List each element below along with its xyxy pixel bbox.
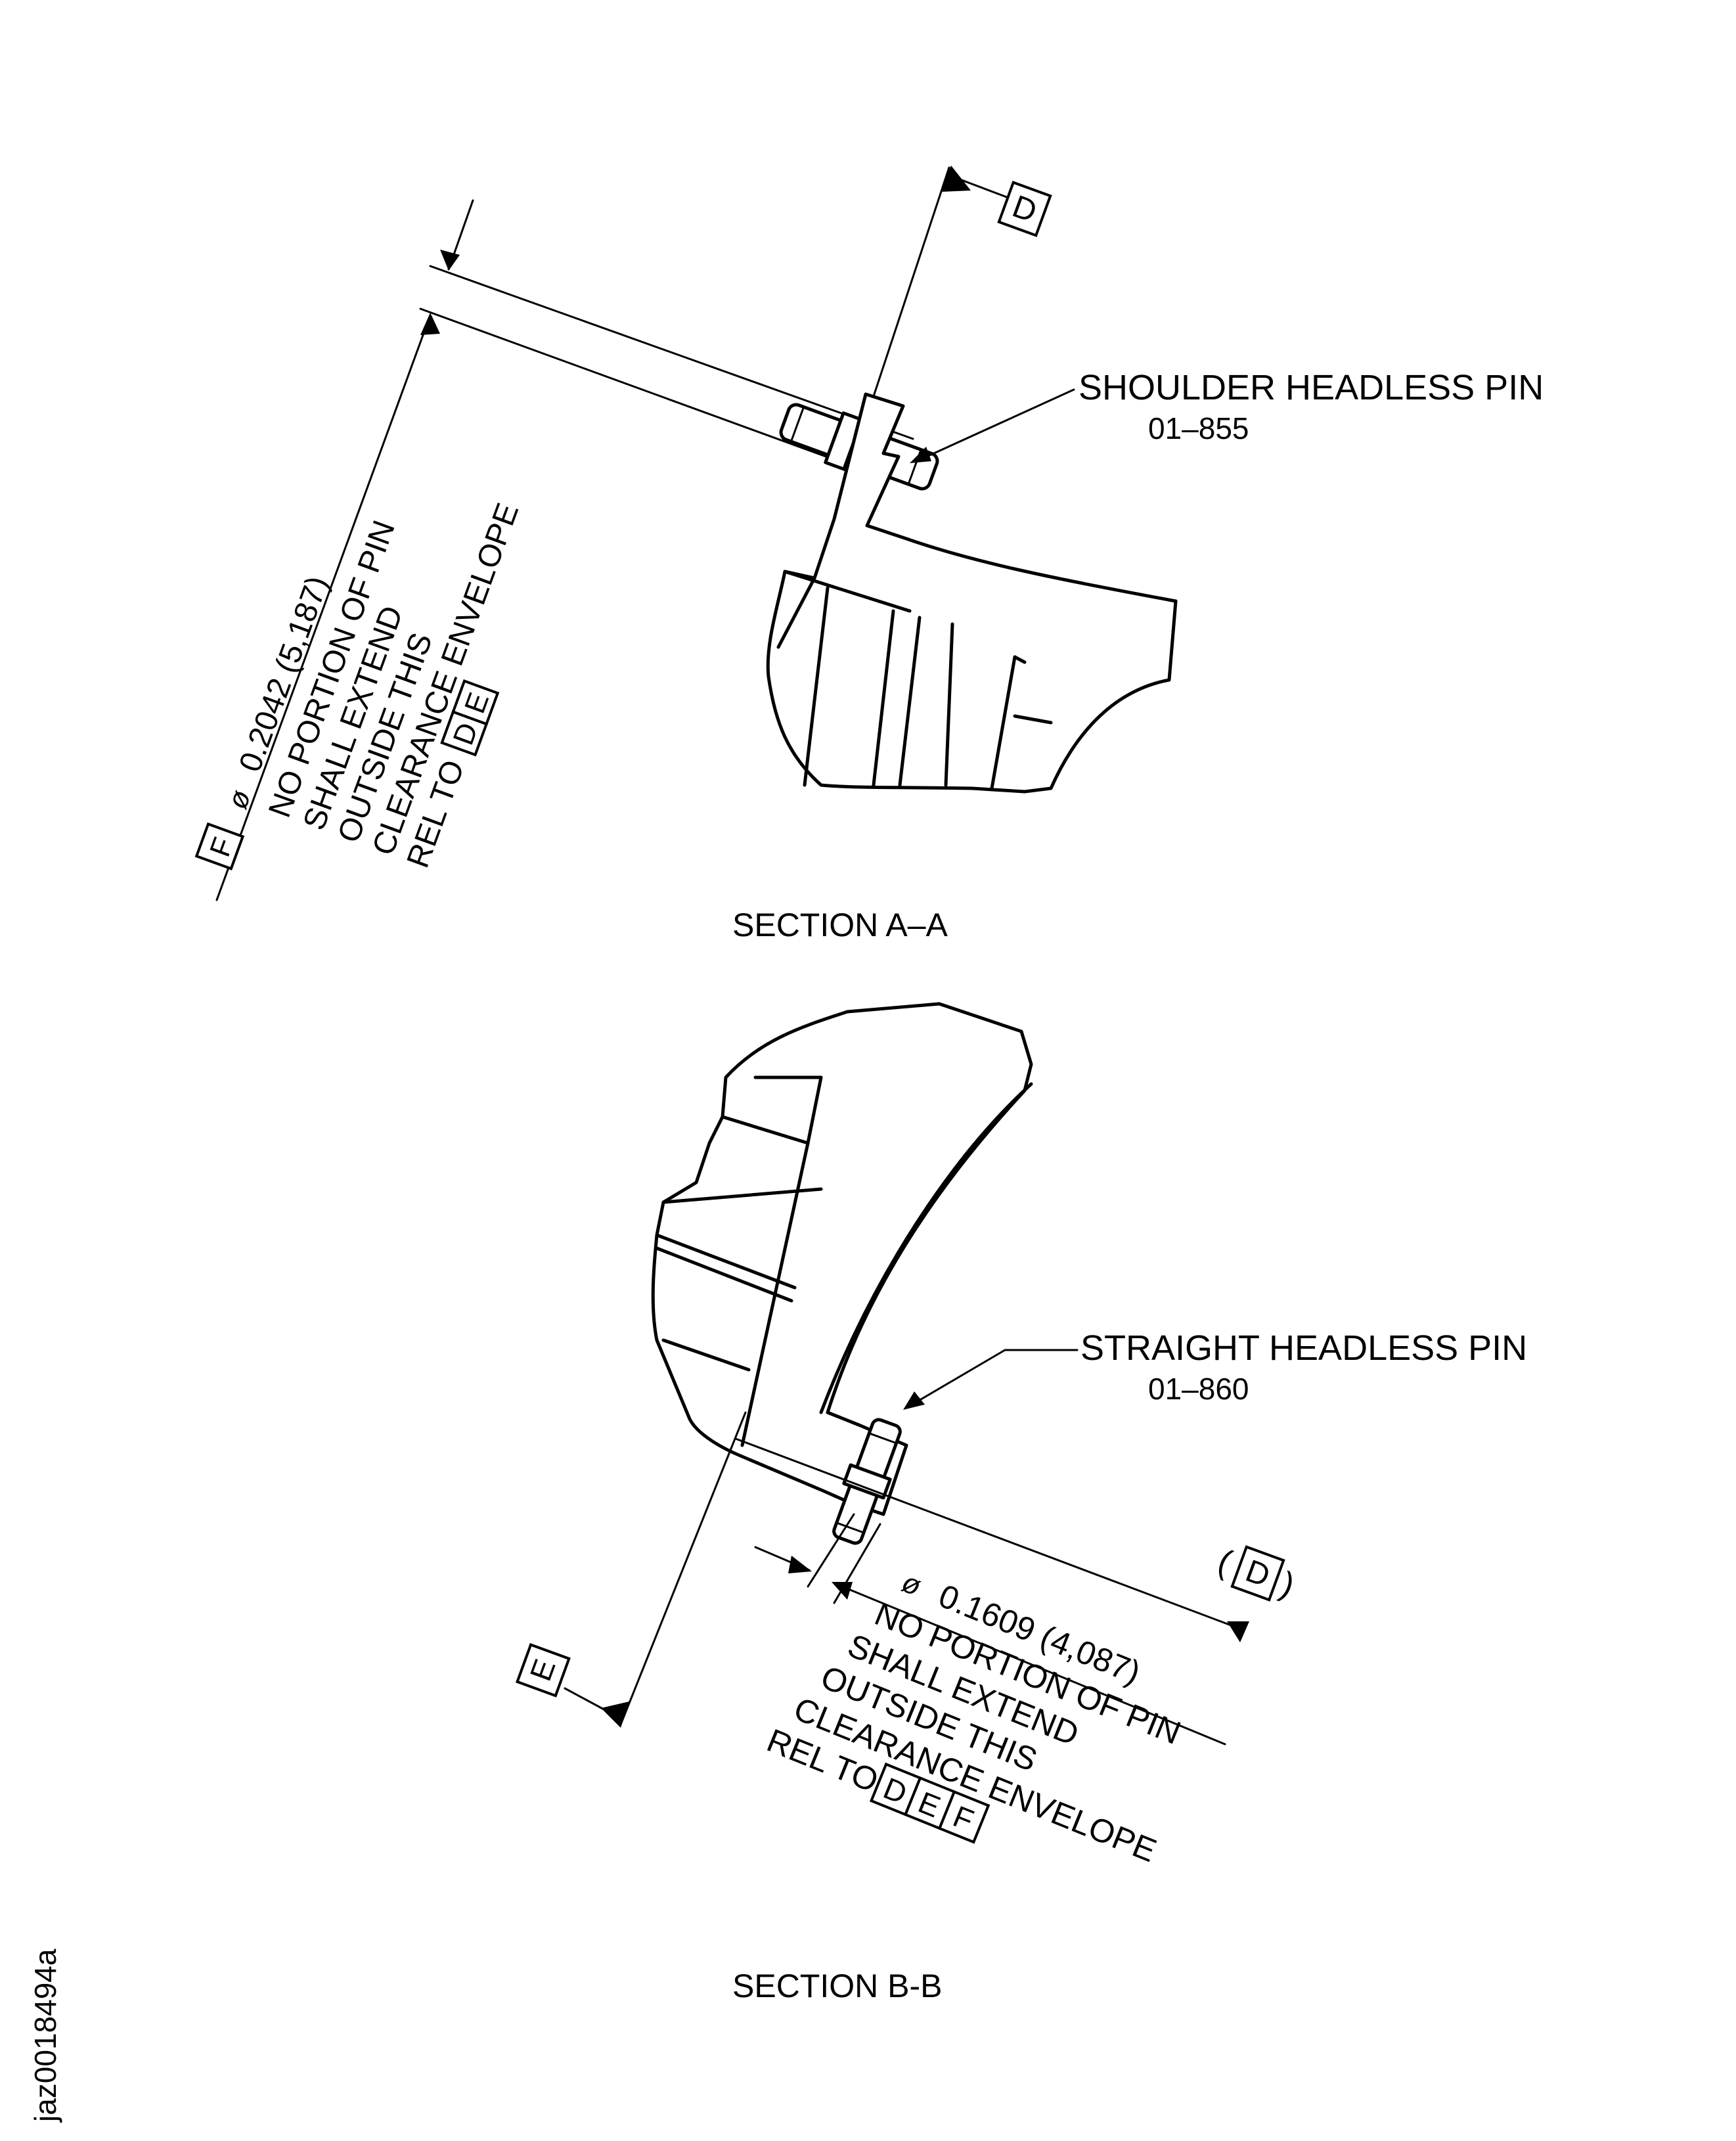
part-a-edge-9 [783,570,912,613]
callout-arrow-a [910,447,931,463]
note-a-ref-box-e [451,679,500,726]
dim-line-main [215,314,432,901]
part-b-edge-7 [661,1338,751,1372]
part-a-edge-4 [898,616,922,787]
part-b-edge-6 [655,1246,793,1303]
part-b-edge-1 [721,1115,810,1145]
datum-d-ref-triangle [1227,1621,1249,1642]
dim-b-line-right [833,1582,1226,1746]
datum-d-box: D [997,181,1052,237]
section-b-b: ( D ) E STRAIGHT HEADLESS PIN 01–860 ø 0… [515,1002,1527,2004]
datum-d-ref-paren-open: ( [1213,1542,1237,1582]
section-b-title: SECTION B-B [732,1968,942,2004]
note-a-feature-box [194,822,245,870]
figure-id: jaz0018494a [28,1949,62,2123]
dim-ext-line-bottom [419,307,881,478]
section-a-title: SECTION A–A [732,907,948,943]
callout-part-a: 01–855 [1148,411,1249,445]
datum-e-triangle [601,1702,629,1728]
dim-arrow-upper [440,250,460,271]
part-a-edge-1 [776,576,816,649]
dim-b-arrow-right [832,1582,853,1600]
callout-leader-b [908,1349,1079,1407]
datum-d-leader [950,175,1012,200]
datum-d-ref-line [734,1437,1243,1631]
part-a-edge-2 [803,586,830,787]
part-body-a [766,392,1178,794]
dim-arrow-lower [420,313,440,335]
dim-b-ext-1 [807,1513,855,1588]
callout-label-a: SHOULDER HEADLESS PIN [1079,368,1544,407]
callout-part-b: 01–860 [1148,1372,1249,1406]
part-b-inner-curve [819,1082,1033,1414]
note-a-diameter-symbol: ø [221,786,257,813]
part-a-edge-3 [872,609,895,787]
callout-arrow-b [903,1391,925,1410]
part-a-edge-6 [990,655,1017,790]
datum-e-axis [619,1411,747,1726]
dim-ext-line-top [429,265,914,440]
note-b-diameter-symbol: ø [897,1566,925,1603]
dim-b-arrow-left [788,1556,812,1573]
section-a-a: D SHOULDER HEADLESS P [194,166,1544,943]
datum-e-leader [564,1687,609,1713]
note-block-b: ø 0.1609 (4,087) NO PORTION OF PIN SHALL… [762,1566,1186,1869]
part-a-edge-7 [1013,655,1027,664]
part-body-b [651,1002,1033,1516]
part-a-edge-5 [944,622,954,787]
datum-e-box: E [515,1642,571,1698]
callout-leader-a [918,388,1075,461]
callout-label-b: STRAIGHT HEADLESS PIN [1080,1328,1527,1368]
note-block-a: F ø 0.2042 (5,187) NO PORTION OF PIN SHA… [194,499,525,872]
part-b-edge-4 [661,1187,823,1204]
straight-pin [832,1418,902,1545]
datum-d-ref: ( D ) [1213,1542,1299,1604]
part-b-edge-2 [806,1075,823,1145]
note-b-ref-box-f [937,1790,990,1844]
part-b-edge-8 [740,1141,810,1447]
part-b-edge-5 [655,1233,797,1290]
part-a-edge-8 [1013,714,1053,725]
